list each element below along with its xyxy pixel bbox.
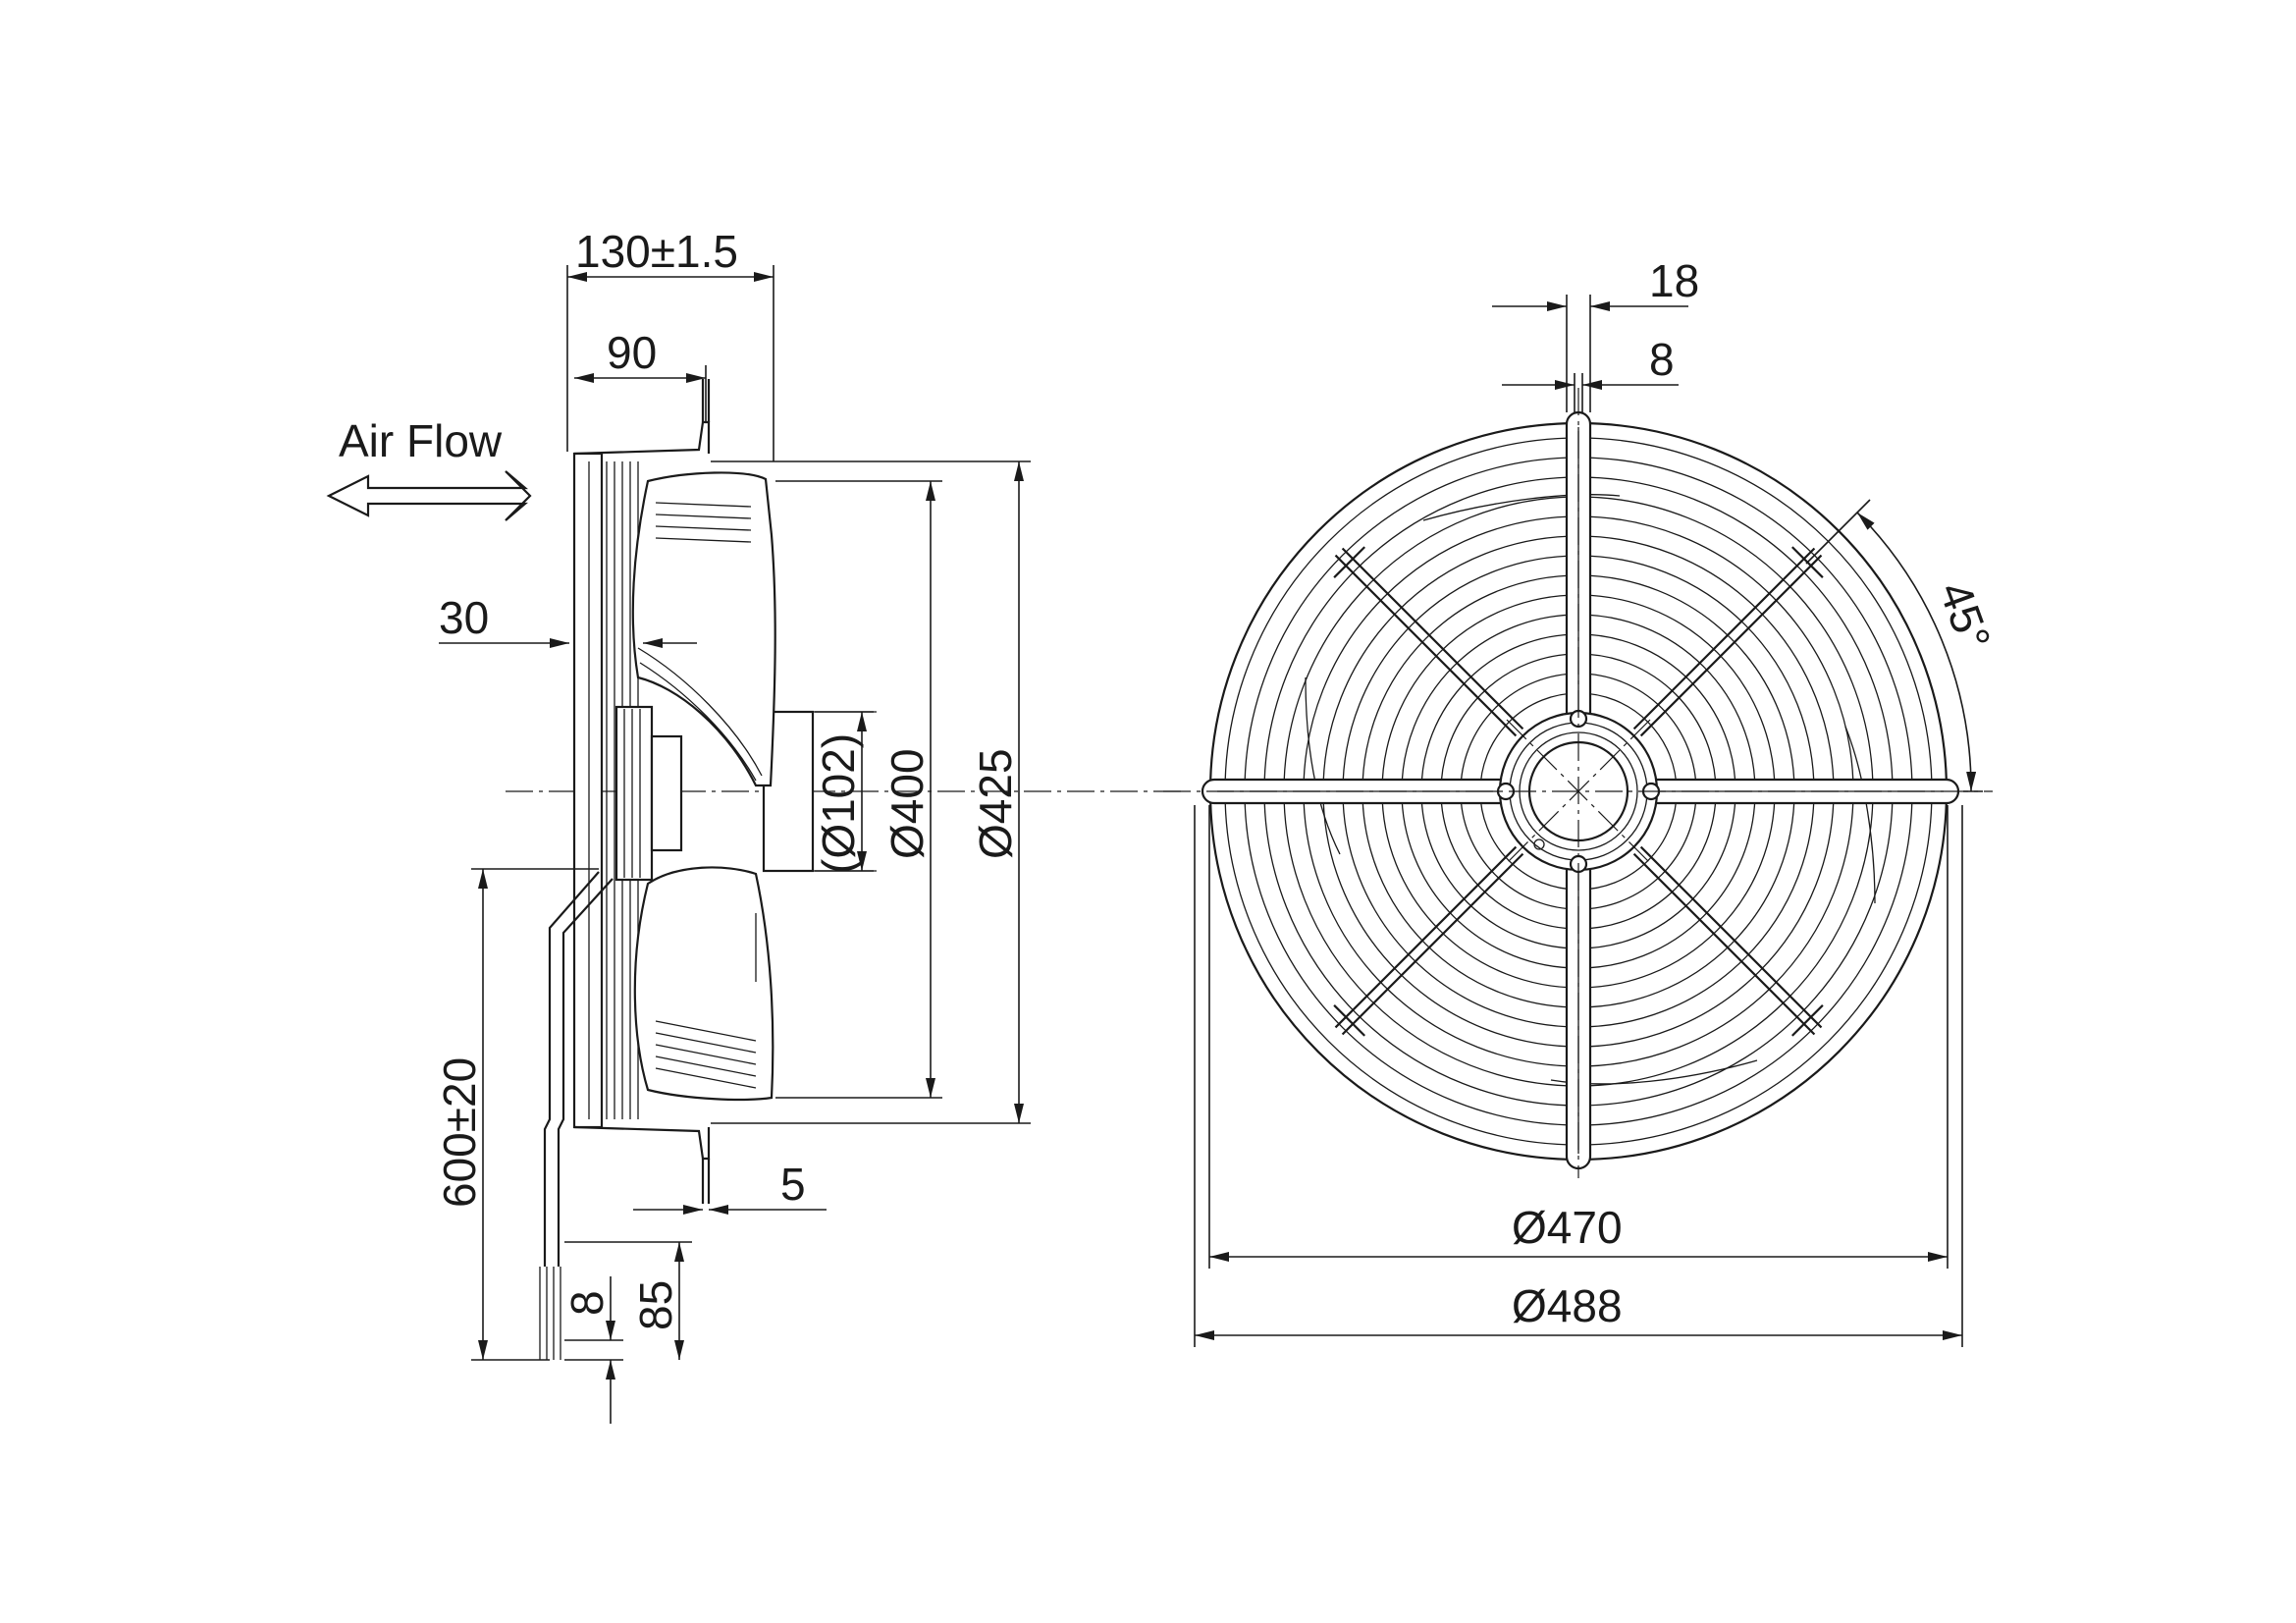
guard-spoke bbox=[1632, 547, 1816, 730]
dim-label-470: Ø470 bbox=[1512, 1202, 1623, 1253]
dimension-guard-outer: Ø488 bbox=[1194, 805, 1963, 1347]
fan-housing bbox=[572, 379, 711, 1204]
dimension-depth-total: 130±1.5 bbox=[566, 226, 774, 461]
guard-spoke bbox=[1341, 547, 1524, 730]
front-view: 18 8 45° Ø470 Ø488 bbox=[1163, 255, 2001, 1347]
side-view: Air Flow 130±1.5 90 30 (Ø102) bbox=[326, 226, 1183, 1424]
guard-spoke-clip bbox=[1333, 1004, 1365, 1037]
dimension-flange: 5 bbox=[633, 1159, 827, 1215]
guard-spoke bbox=[1639, 845, 1823, 1029]
front-diag-axis-2 bbox=[1506, 719, 1651, 864]
dim-label-425: Ø425 bbox=[970, 748, 1021, 859]
dimension-housing-dia: Ø425 bbox=[711, 460, 1031, 1124]
guard-spoke-clip bbox=[1333, 546, 1365, 578]
upper-blade-ribs bbox=[637, 502, 763, 782]
motor-body bbox=[614, 705, 683, 882]
dim-label-102: (Ø102) bbox=[813, 733, 864, 874]
dim-label-90: 90 bbox=[607, 327, 657, 378]
dim-label-18: 18 bbox=[1649, 255, 1699, 306]
guard-spokes bbox=[1333, 546, 1824, 1037]
dim-label-45: 45° bbox=[1930, 575, 2002, 657]
dim-label-85: 85 bbox=[630, 1280, 681, 1330]
guard-spoke bbox=[1639, 554, 1823, 737]
upper-blade bbox=[631, 471, 776, 787]
dim-label-30: 30 bbox=[439, 592, 489, 643]
guard-spoke bbox=[1341, 852, 1524, 1036]
dimension-angle: 45° bbox=[1805, 499, 2002, 792]
dim-label-5: 5 bbox=[780, 1159, 806, 1210]
air-flow-label: Air Flow bbox=[339, 415, 503, 466]
dimension-wire-end: 85 bbox=[564, 1241, 692, 1360]
dim-label-600: 600±20 bbox=[434, 1057, 485, 1208]
lower-blade bbox=[633, 866, 774, 1102]
dimension-cable-length: 600±20 bbox=[434, 868, 599, 1361]
dimension-wire-strip: 8 bbox=[561, 1276, 623, 1424]
lower-blade-ribs bbox=[655, 913, 757, 1089]
dim-label-400: Ø400 bbox=[881, 748, 933, 859]
dimension-slot: 18 8 bbox=[1492, 255, 1699, 412]
dim-label-8-slot: 8 bbox=[1649, 334, 1675, 385]
guard-spoke-clip bbox=[1791, 1004, 1824, 1037]
dimension-hub-dia: (Ø102) bbox=[813, 711, 874, 874]
dimension-depth-motor: 90 bbox=[574, 327, 707, 422]
dimension-blade-offset: 30 bbox=[439, 592, 697, 648]
dimension-guard-inner: Ø470 bbox=[1208, 805, 1949, 1269]
power-cable bbox=[539, 871, 614, 1360]
dim-label-488: Ø488 bbox=[1512, 1280, 1623, 1331]
air-flow-indicator: Air Flow bbox=[326, 415, 532, 521]
dim-label-8-wire: 8 bbox=[561, 1290, 613, 1316]
guard-spoke bbox=[1334, 554, 1518, 737]
dimension-blade-dia: Ø400 bbox=[775, 480, 942, 1099]
air-flow-arrow-icon bbox=[326, 470, 532, 521]
guard-spoke bbox=[1334, 845, 1518, 1029]
guard-spoke bbox=[1632, 852, 1816, 1036]
dim-label-130: 130±1.5 bbox=[575, 226, 738, 277]
